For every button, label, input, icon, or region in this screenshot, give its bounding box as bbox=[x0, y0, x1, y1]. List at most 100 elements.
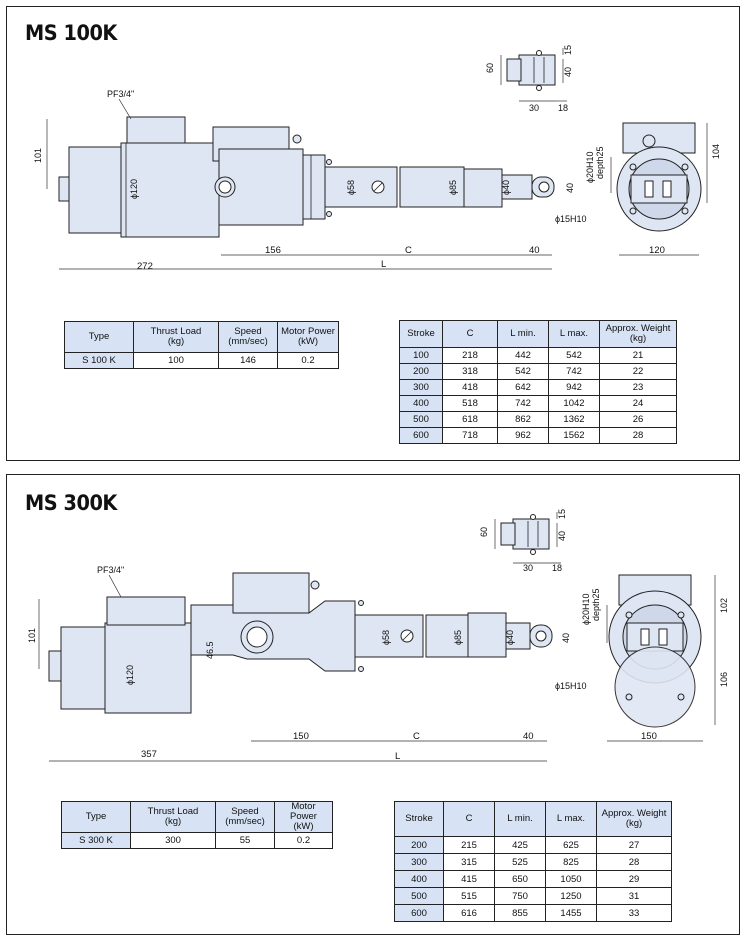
col-weight: Approx. Weight (kg) bbox=[596, 801, 672, 837]
dim-phi120: ϕ120 bbox=[125, 665, 135, 685]
col-weight: Approx. Weight (kg) bbox=[599, 320, 677, 348]
col-c: C bbox=[442, 320, 498, 348]
dim-c18: 18 bbox=[558, 103, 568, 113]
cell: 26 bbox=[599, 411, 677, 428]
cell: 718 bbox=[442, 427, 498, 444]
actuator-side-view bbox=[58, 116, 555, 238]
dim-40b: 40 bbox=[565, 183, 575, 193]
dim-phi120: ϕ120 bbox=[129, 179, 139, 199]
cell: 318 bbox=[442, 363, 498, 380]
cell: 33 bbox=[596, 904, 672, 922]
cell: 618 bbox=[442, 411, 498, 428]
cell: 962 bbox=[497, 427, 549, 444]
dim-phi40: ϕ40 bbox=[505, 630, 515, 645]
col-lmin: L min. bbox=[494, 801, 546, 837]
dim-c40: 40 bbox=[557, 531, 567, 541]
panel-title: MS 300K bbox=[25, 491, 117, 515]
col-lmax: L max. bbox=[548, 320, 600, 348]
dim-c: C bbox=[405, 245, 412, 256]
dim-46-5: 46.5 bbox=[205, 641, 215, 659]
dim-150: 150 bbox=[293, 731, 309, 742]
col-c: C bbox=[443, 801, 495, 837]
cell: 28 bbox=[599, 427, 677, 444]
cell: 300 bbox=[399, 379, 443, 396]
dim-c40: 40 bbox=[563, 67, 573, 77]
dim-phi85: ϕ85 bbox=[453, 630, 463, 645]
cell-type: S 300 K bbox=[61, 832, 131, 849]
cell: 855 bbox=[494, 904, 546, 922]
cell: 1455 bbox=[545, 904, 597, 922]
cell: 442 bbox=[497, 347, 549, 364]
cell: 415 bbox=[443, 870, 495, 888]
dim-c60: 60 bbox=[479, 527, 489, 537]
dim-156: 156 bbox=[265, 245, 281, 256]
cell-power: 0.2 bbox=[277, 352, 339, 369]
cell: 742 bbox=[497, 395, 549, 412]
dim-pf: PF3/4" bbox=[107, 89, 134, 99]
actuator-side-view bbox=[48, 572, 553, 714]
dim-phi20h10: ϕ20H10 bbox=[581, 593, 591, 625]
cell: 400 bbox=[394, 870, 444, 888]
cell: 642 bbox=[497, 379, 549, 396]
cell: 29 bbox=[596, 870, 672, 888]
cell: 400 bbox=[399, 395, 443, 412]
cell: 418 bbox=[442, 379, 498, 396]
cell: 625 bbox=[545, 836, 597, 854]
col-lmax: L max. bbox=[545, 801, 597, 837]
dim-40b: 40 bbox=[561, 633, 571, 643]
dim-120w: 120 bbox=[649, 245, 665, 256]
dim-depth25: depth25 bbox=[591, 588, 601, 621]
table-row: S 100 K 100 146 0.2 bbox=[64, 352, 339, 369]
actuator-end-view bbox=[610, 122, 708, 256]
cell: 200 bbox=[394, 836, 444, 854]
cell: 650 bbox=[494, 870, 546, 888]
col-motor-power: Motor Power (kW) bbox=[274, 801, 333, 833]
cell: 31 bbox=[596, 887, 672, 905]
dim-104: 104 bbox=[711, 144, 721, 159]
cell: 425 bbox=[494, 836, 546, 854]
dim-357: 357 bbox=[141, 749, 157, 760]
cell: 515 bbox=[443, 887, 495, 905]
cell: 27 bbox=[596, 836, 672, 854]
dim-40c: 40 bbox=[523, 731, 534, 742]
dim-depth25: depth25 bbox=[595, 146, 605, 179]
dim-c30: 30 bbox=[523, 563, 533, 573]
cell: 1562 bbox=[548, 427, 600, 444]
cell: 315 bbox=[443, 853, 495, 871]
dim-phi85: ϕ85 bbox=[448, 180, 458, 195]
dim-phi15h10: ϕ15H10 bbox=[555, 681, 587, 691]
dim-c30: 30 bbox=[529, 103, 539, 113]
cell-speed: 55 bbox=[215, 832, 275, 849]
actuator-end-view bbox=[606, 574, 716, 742]
clevis-detail bbox=[494, 512, 561, 564]
cell: 500 bbox=[399, 411, 443, 428]
col-lmin: L min. bbox=[497, 320, 549, 348]
col-speed: Speed (mm/sec) bbox=[218, 321, 278, 353]
dim-phi20h10: ϕ20H10 bbox=[585, 151, 595, 183]
cell: 1050 bbox=[545, 870, 597, 888]
ms100k-stroke-table: Stroke C L min. L max. Approx. Weight (k… bbox=[399, 320, 677, 444]
cell: 215 bbox=[443, 836, 495, 854]
dim-106: 106 bbox=[719, 672, 729, 687]
dim-c60: 60 bbox=[485, 63, 495, 73]
cell: 600 bbox=[394, 904, 444, 922]
dim-l: L bbox=[381, 259, 386, 270]
clevis-detail bbox=[500, 48, 567, 102]
ms100k-panel: MS 100K 60 15 40 30 18 bbox=[6, 6, 740, 461]
col-type: Type bbox=[64, 321, 134, 353]
dim-c15: 15 bbox=[557, 509, 567, 519]
cell: 1042 bbox=[548, 395, 600, 412]
dim-c: C bbox=[413, 731, 420, 742]
cell: 525 bbox=[494, 853, 546, 871]
dim-c15: 15 bbox=[563, 45, 573, 55]
dim-101: 101 bbox=[27, 628, 37, 643]
dim-phi58: ϕ58 bbox=[381, 630, 391, 645]
dim-40c: 40 bbox=[529, 245, 540, 256]
ms100k-spec-table: Type Thrust Load (kg) Speed (mm/sec) Mot… bbox=[64, 321, 339, 369]
